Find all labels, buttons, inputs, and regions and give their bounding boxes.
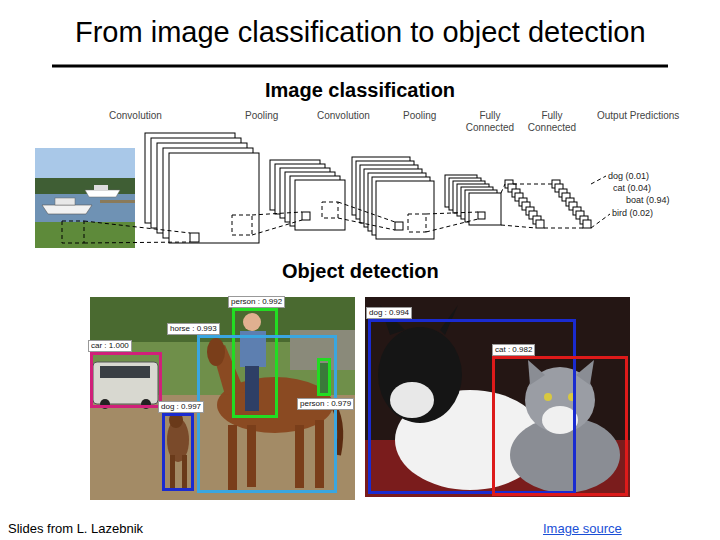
layer-name: Pooling: [245, 110, 278, 122]
layer-name: Fully Connected: [464, 110, 516, 134]
layer-name: Fully Connected: [526, 110, 578, 134]
detection-label: horse : 0.993: [167, 323, 220, 335]
detection-box: dog : 0.997: [162, 413, 194, 491]
layer-name: Convolution: [317, 110, 370, 122]
section-heading: Object detection: [282, 259, 439, 283]
feature-patches: [190, 212, 485, 242]
detection-box: person : 0.992: [232, 308, 278, 418]
detection-label: cat : 0.982: [492, 344, 535, 356]
layer-name: Output Predictions: [597, 110, 679, 122]
layer-name: Pooling: [403, 110, 436, 122]
prediction-score: bird (0.02): [612, 208, 653, 219]
prediction-score: boat (0.94): [626, 195, 670, 206]
boat-photo: [35, 148, 135, 248]
detection-label: dog : 0.994: [366, 307, 412, 319]
detection-label: person : 0.992: [228, 296, 285, 308]
source-link: Image source: [543, 521, 622, 537]
detection-box: car : 1.000: [90, 352, 162, 408]
layer-name: Convolution: [109, 110, 162, 122]
slide-title: From image classification to object dete…: [75, 16, 646, 49]
prediction-score: cat (0.04): [613, 183, 651, 194]
prediction-score: dog (0.01): [608, 171, 649, 182]
detection-label: car : 1.000: [88, 340, 132, 352]
dog-cat-photo: [365, 297, 630, 497]
receptive-field-lines: [62, 176, 610, 243]
credit-note: Slides from L. Lazebnik: [8, 521, 143, 537]
cnn-layers: [145, 133, 591, 243]
detection-box: horse : 0.993: [197, 335, 337, 493]
detection-label: dog : 0.997: [158, 401, 204, 413]
horse-photo: [90, 297, 355, 500]
detection-box: cat : 0.982: [492, 356, 628, 496]
title-rule: [52, 65, 668, 68]
detection-box: person : 0.979: [317, 358, 331, 396]
section-heading: Image classification: [265, 78, 455, 102]
detection-label: person : 0.979: [297, 398, 354, 410]
detection-box: dog : 0.994: [368, 319, 576, 494]
